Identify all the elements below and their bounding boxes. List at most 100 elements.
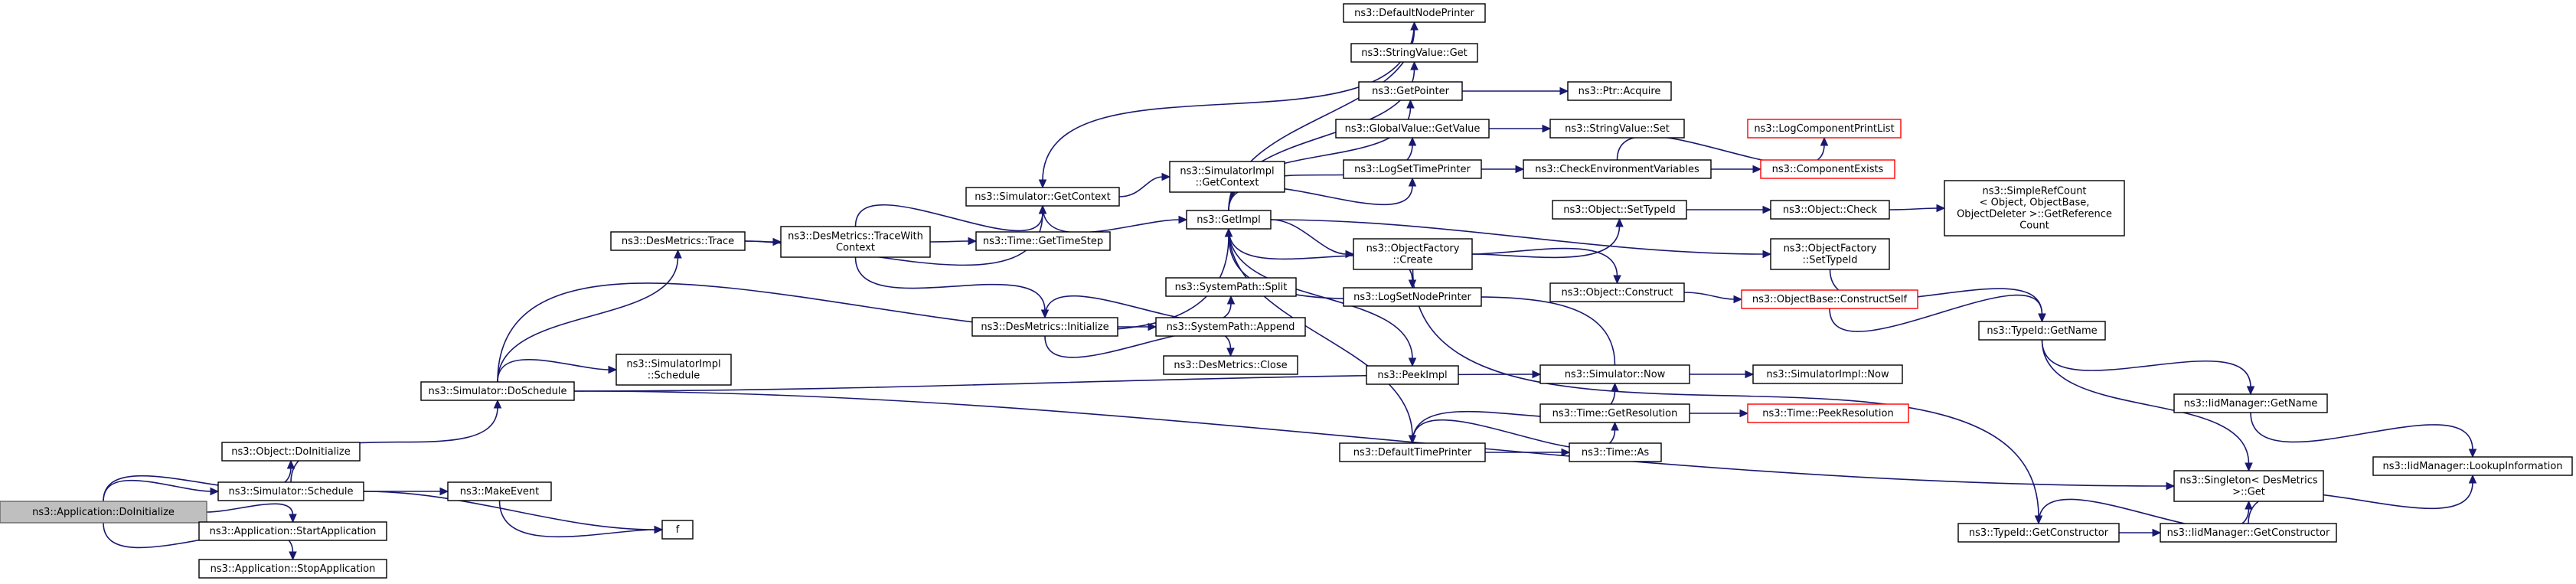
node-objectfactory-create[interactable]: ns3::ObjectFactory::Create (1353, 238, 1473, 270)
node-sim-doschedule[interactable]: ns3::Simulator::DoSchedule (420, 381, 575, 401)
edge-object_construct-to-objectbase_constructself (1683, 292, 1735, 300)
node-default-node-printer[interactable]: ns3::DefaultNodePrinter (1343, 3, 1486, 23)
node-time-as[interactable]: ns3::Time::As (1569, 442, 1662, 462)
node-obj-doinit[interactable]: ns3::Object::DoInitialize (221, 442, 361, 462)
edge-arrowhead (1613, 275, 1621, 285)
node-label: ns3::SimulatorImpl (626, 359, 720, 370)
edge-arrowhead (1820, 136, 1829, 146)
node-objectfactory-settypeid[interactable]: ns3::ObjectFactory::SetTypeId (1770, 238, 1890, 270)
node-simimpl-now[interactable]: ns3::SimulatorImpl::Now (1752, 364, 1903, 384)
node-object-check[interactable]: ns3::Object::Check (1770, 200, 1890, 220)
node-ptr-acquire[interactable]: ns3::Ptr::Acquire (1567, 81, 1672, 101)
edge-arrowhead (1532, 370, 1542, 379)
node-box (198, 559, 387, 579)
node-singleton-get[interactable]: ns3::Singleton< DesMetrics >::Get (2173, 470, 2324, 502)
node-default-time-printer[interactable]: ns3::DefaultTimePrinter (1339, 442, 1486, 462)
node-des-close[interactable]: ns3::DesMetrics::Close (1163, 355, 1298, 375)
node-label: ns3::Simulator::DoSchedule (428, 386, 566, 397)
node-des-trace[interactable]: ns3::DesMetrics::Trace (610, 231, 746, 251)
edge-getimpl-to-objectfactory_create (1270, 219, 1347, 255)
node-label: ns3::PeekImpl (1377, 370, 1447, 381)
node-label: ns3::Object::DoInitialize (231, 446, 351, 458)
node-object-construct[interactable]: ns3::Object::Construct (1549, 282, 1685, 302)
node-getpointer[interactable]: ns3::GetPointer (1358, 81, 1463, 101)
node-iidmanager-getname[interactable]: ns3::IidManager::GetName (2173, 393, 2328, 413)
edge-arrowhead (210, 487, 220, 496)
node-box (1978, 321, 2106, 341)
node-iidmanager-getconstructor[interactable]: ns3::IidManager::GetConstructor (2160, 523, 2337, 543)
node-des-initialize[interactable]: ns3::DesMetrics::Initialize (971, 317, 1118, 337)
node-peekimpl[interactable]: ns3::PeekImpl (1366, 365, 1459, 385)
node-box (610, 231, 746, 251)
node-label: < Object, ObjectBase, (1980, 197, 2090, 209)
node-stringvalue-get[interactable]: ns3::StringValue::Get (1350, 43, 1478, 63)
node-label: ns3::ObjectFactory (1366, 243, 1460, 255)
node-label: ns3::DesMetrics::Trace (622, 236, 734, 247)
edge-arrowhead (1739, 409, 1749, 418)
node-label: ns3::SimulatorImpl (1180, 166, 1274, 178)
edge-arrowhead (1406, 99, 1415, 109)
node-box (1165, 277, 1297, 297)
node-simimpl-getcontext[interactable]: ns3::SimulatorImpl::GetContext (1169, 161, 1285, 193)
node-label: ns3::CheckEnvironmentVariables (1535, 164, 1699, 175)
node-box (1539, 403, 1690, 423)
node-typeid-getconstructor[interactable]: ns3::TypeId::GetConstructor (1957, 523, 2120, 543)
node-object-settypeid[interactable]: ns3::Object::SetTypeId (1552, 200, 1687, 220)
edge-arrowhead (289, 551, 297, 561)
node-box (2372, 456, 2573, 476)
node-box (1741, 289, 1918, 309)
node-box (1752, 364, 1903, 384)
node-log-comp-printlist[interactable]: ns3::LogComponentPrintList (1747, 119, 1902, 139)
node-sim-schedule[interactable]: ns3::Simulator::Schedule (217, 481, 364, 501)
edge-arrowhead (1936, 204, 1946, 213)
node-logsetnodeprinter[interactable]: ns3::LogSetNodePrinter (1343, 287, 1482, 307)
node-sim-now[interactable]: ns3::Simulator::Now (1539, 364, 1690, 384)
node-syspath-split[interactable]: ns3::SystemPath::Split (1165, 277, 1297, 297)
node-syspath-append[interactable]: ns3::SystemPath::Append (1155, 317, 1306, 337)
node-component-exists[interactable]: ns3::ComponentExists (1760, 159, 1895, 179)
node-time-getresolution[interactable]: ns3::Time::GetResolution (1539, 403, 1690, 423)
node-label: ns3::Simulator::Schedule (228, 486, 353, 498)
edge-arrowhead (289, 514, 297, 524)
node-stringvalue-set[interactable]: ns3::StringValue::Set (1549, 119, 1685, 139)
node-sim-getcontext[interactable]: ns3::Simulator::GetContext (965, 187, 1120, 207)
node-time-gettimestep[interactable]: ns3::Time::GetTimeStep (975, 231, 1111, 251)
node-typeid-getname[interactable]: ns3::TypeId::GetName (1978, 321, 2106, 341)
edge-arrowhead (1745, 370, 1755, 379)
node-box (1353, 238, 1473, 270)
edge-getimpl-to-default_time_printer (1228, 228, 1413, 437)
nodes-layer: ns3::Application::DoInitialize ns3::Objec… (0, 3, 2573, 579)
node-app-start[interactable]: ns3::Application::StartApplication (198, 521, 387, 541)
node-label: ns3::SimpleRefCount (1982, 186, 2086, 197)
node-app-stop[interactable]: ns3::Application::StopApplication (198, 559, 387, 579)
node-simimpl-schedule[interactable]: ns3::SimulatorImpl::Schedule (615, 354, 732, 386)
node-box (971, 317, 1118, 337)
node-box (217, 481, 364, 501)
node-app-doinit[interactable]: ns3::Application::DoInitialize (0, 501, 207, 524)
node-box (1549, 282, 1685, 302)
edge-sim_getcontext-to-simimpl_getcontext (1118, 176, 1164, 197)
node-globalvalue-getvalue[interactable]: ns3::GlobalValue::GetValue (1335, 119, 1490, 139)
node-label: Context (836, 243, 875, 254)
node-time-peekresolution[interactable]: ns3::Time::PeekResolution (1747, 403, 1909, 423)
node-box (1747, 403, 1909, 423)
edge-arrowhead (1615, 217, 1624, 227)
node-box (1343, 159, 1482, 179)
node-iidmanager-lookupinfo[interactable]: ns3::IidManager::LookupInformation (2372, 456, 2573, 476)
edge-arrowhead (2245, 462, 2253, 472)
node-check-env-vars[interactable]: ns3::CheckEnvironmentVariables (1523, 159, 1712, 179)
node-f[interactable]: f (661, 520, 694, 540)
node-box (1539, 364, 1690, 384)
node-label: ns3::TypeId::GetName (1987, 325, 2097, 337)
node-make-event[interactable]: ns3::MakeEvent (447, 481, 552, 501)
node-objectbase-constructself[interactable]: ns3::ObjectBase::ConstructSelf (1741, 289, 1918, 309)
node-box (0, 501, 207, 524)
node-simplerefcount[interactable]: ns3::SimpleRefCount< Object, ObjectBase,… (1944, 180, 2125, 237)
node-getimpl[interactable]: ns3::GetImpl (1186, 210, 1272, 230)
node-logsettimeprinter[interactable]: ns3::LogSetTimePrinter (1343, 159, 1482, 179)
node-box (1760, 159, 1895, 179)
node-box (1747, 119, 1902, 139)
node-label: ns3::StringValue::Get (1361, 47, 1467, 59)
node-label: ns3::Time::GetResolution (1552, 408, 1678, 419)
